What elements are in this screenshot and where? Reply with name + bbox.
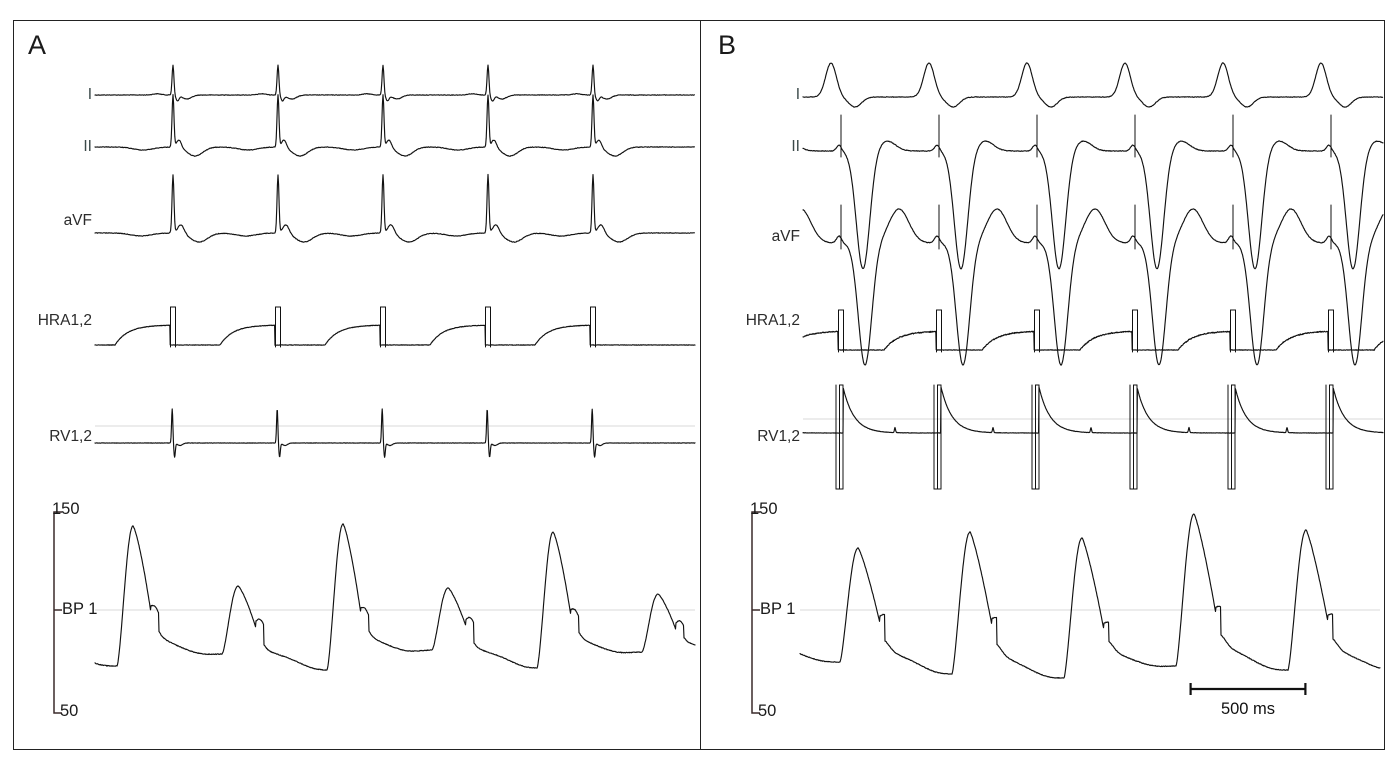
- channel-label-a-rv: RV1,2: [49, 428, 92, 445]
- panel-b-traces: [802, 62, 1384, 490]
- bp-axis-b: [748, 510, 768, 720]
- bp-min-label-b: 50: [758, 702, 777, 720]
- bp-mid-label-a: BP 1: [62, 600, 98, 618]
- panel-letter-a: A: [28, 30, 47, 60]
- bp-mid-label-b: BP 1: [760, 600, 796, 618]
- channel-label-a-lead-ii: II: [83, 138, 92, 155]
- bp-min-label-a: 50: [60, 702, 79, 720]
- channel-label-b-hra: HRA1,2: [745, 312, 800, 329]
- panel-divider: [700, 20, 701, 750]
- channel-label-a-lead-avf: aVF: [63, 212, 92, 229]
- bp-axis-a: [50, 510, 70, 720]
- time-scalebar: [1189, 682, 1307, 701]
- time-scalebar-label: 500 ms: [1220, 700, 1276, 718]
- channel-label-a-lead-i: I: [87, 86, 92, 103]
- panel-b-bp-trace: [799, 513, 1381, 679]
- channel-label-b-lead-i: I: [795, 86, 800, 103]
- channel-label-b-rv: RV1,2: [757, 428, 800, 445]
- channel-label-a-hra: HRA1,2: [37, 312, 92, 329]
- channel-label-b-lead-avf: aVF: [771, 228, 800, 245]
- bp-max-label-a: 150: [52, 500, 80, 518]
- bp-max-label-b: 150: [750, 500, 778, 518]
- panel-a-bp-trace: [94, 523, 696, 671]
- channel-label-b-lead-ii: II: [791, 138, 800, 155]
- panel-letter-b: B: [718, 30, 737, 60]
- panel-a-traces: [94, 64, 696, 458]
